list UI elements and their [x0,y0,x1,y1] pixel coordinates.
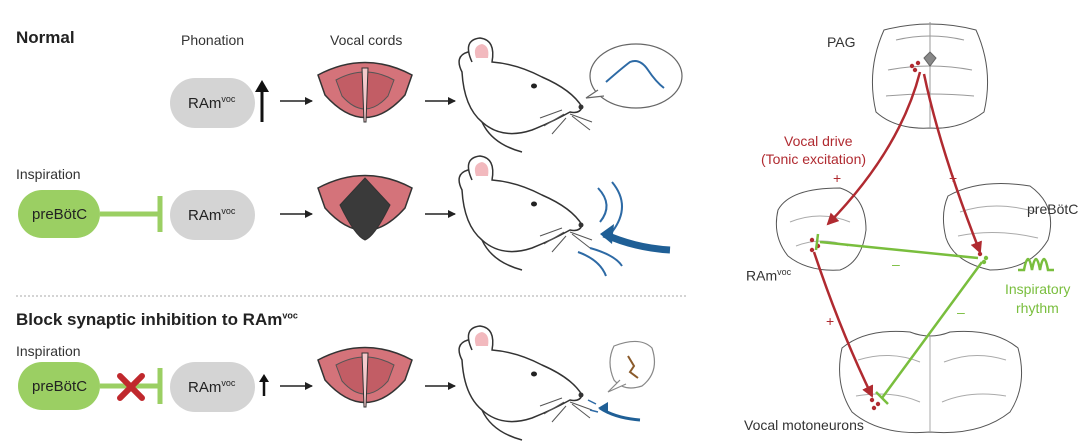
prebotc-to-motoneurons-inhibition [875,261,984,405]
ram-brainstem-section [775,187,867,271]
inspiratory-label: Inspiratory [1005,281,1071,297]
prebotc-brainstem-section [942,183,1052,271]
ram-label-row3: RAmvoc [188,378,236,396]
pag-brain-section [871,22,989,129]
minus-sign-ram: – [892,256,900,272]
ram-circuit-label: RAmvoc [746,267,792,284]
prebotc-pill-row2 [18,190,100,238]
plus-sign-prebotc: + [949,170,958,186]
block-title-main: Block synaptic inhibition to RAm [16,310,283,329]
ultrasonic-call-bubble [585,43,683,109]
ram-pill-row3 [170,362,255,412]
prebotc-label-row3: preBötC [32,378,88,395]
mouse-breathing-icon [458,155,593,271]
block-title-sup: voc [282,310,298,321]
vocal-cords-closed-icon-row3 [317,346,413,408]
ram-label-row2: RAmvoc [188,206,236,224]
mouse-vocalizing-icon [458,37,593,153]
inspiratory-rhythm-wave-icon [1018,257,1054,272]
pag-label: PAG [827,34,856,50]
pag-to-ram-arrow [826,71,922,226]
weak-airflow-icon [587,399,641,422]
ram-pill-row2 [170,190,255,240]
vocal-cords-closed-icon [317,61,413,123]
motoneuron-section [839,330,1023,434]
inspiration-label-row2: Inspiration [16,166,81,182]
minus-sign-motoneurons: – [957,304,965,320]
small-call-bubble [607,340,655,393]
ram-pill-row1 [170,78,255,128]
mouse-row3-icon [458,325,593,441]
prebotc-label-row2: preBötC [32,206,88,223]
vocal-cords-open-icon [317,174,413,241]
prebotc-circuit-label: preBötC [1027,201,1079,217]
vocal-drive-label: Vocal drive [784,133,853,149]
tonic-excitation-label: (Tonic excitation) [761,151,867,167]
block-inhibition-title: Block synaptic inhibition to RAmvoc [16,311,298,328]
rhythm-label: rhythm [1016,300,1059,316]
prebotc-pill-row3 [18,362,100,410]
plus-sign-ram: + [833,170,842,186]
prebotc-to-ram-inhibition [814,233,979,260]
block-x-icon [117,373,145,401]
airflow-icon [577,181,671,277]
phonation-label: Phonation [181,32,245,48]
plus-sign-motoneurons: + [826,313,835,329]
pag-to-prebotc-arrow [922,73,982,254]
normal-title: Normal [16,28,75,47]
inspiration-label-row3: Inspiration [16,343,81,359]
ram-label-row1: RAmvoc [188,94,236,112]
vocal-cords-label: Vocal cords [330,32,403,48]
vocal-motoneurons-label: Vocal motoneurons [744,417,864,433]
ram-to-motoneurons-arrow [812,251,874,398]
